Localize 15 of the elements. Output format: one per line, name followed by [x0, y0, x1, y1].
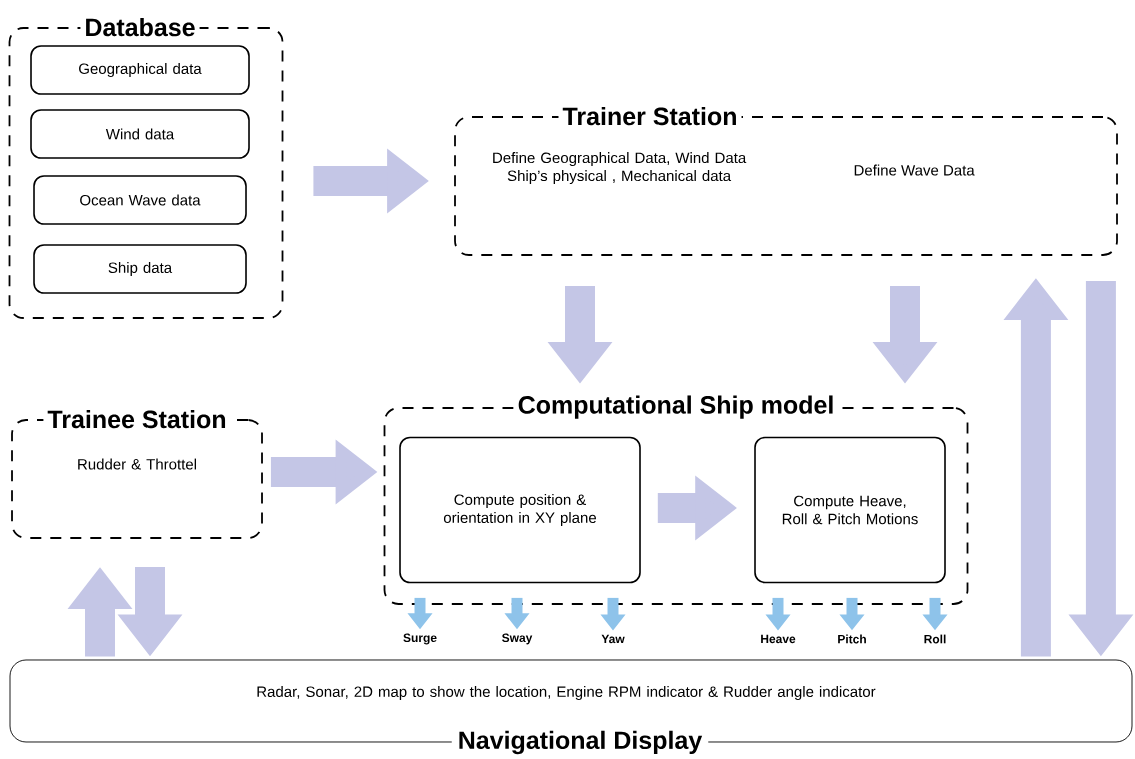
motion-label: Heave	[761, 634, 796, 644]
motion-label: Roll	[924, 634, 946, 644]
motion-label: Yaw	[601, 634, 625, 644]
data-box: Geographical data	[30, 45, 250, 95]
data-box: Ocean Wave data	[33, 175, 247, 225]
motion-label: Surge	[403, 633, 437, 645]
motion-label: Sway	[502, 633, 533, 645]
process-box: Compute Heave, Roll & Pitch Motions	[754, 436, 946, 584]
motion-label: Pitch	[838, 634, 866, 644]
display-box: Radar, Sonar, 2D map to show the location, Engine RPM indicator & Rudder angle indicator Navigational Display	[9, 659, 1133, 755]
data-box: Wind data	[30, 109, 250, 159]
process-box: Compute position & orientation in XY plane	[399, 436, 641, 584]
station-box: Trainer Station Define Geographical Data, Wind Data Ship’s physical , Mechanical data Define Wave Data	[454, 106, 1118, 256]
station-box: Trainee Station Rudder & Throttel	[11, 409, 263, 539]
data-box: Ship data	[33, 244, 247, 294]
